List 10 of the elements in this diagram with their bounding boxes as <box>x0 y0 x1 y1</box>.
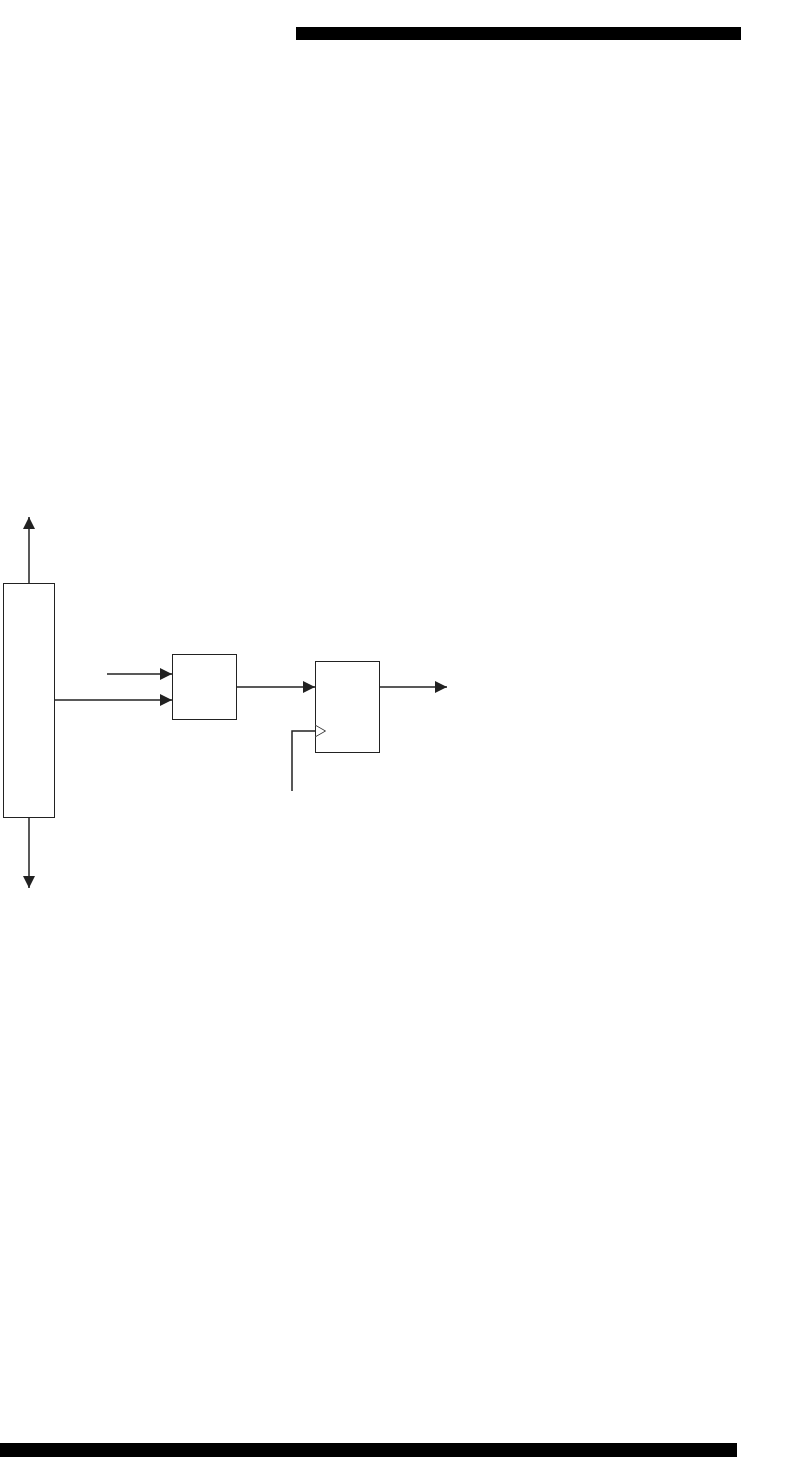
tall-block-box <box>3 583 55 818</box>
arrow <box>379 681 448 693</box>
arrow <box>236 681 316 693</box>
arrow <box>106 668 173 680</box>
flip-flop-box <box>315 661 380 753</box>
arrow <box>23 817 35 889</box>
arrow <box>54 694 173 706</box>
arrow <box>291 724 326 792</box>
arrow <box>23 516 35 584</box>
logic-block-box <box>172 654 237 720</box>
